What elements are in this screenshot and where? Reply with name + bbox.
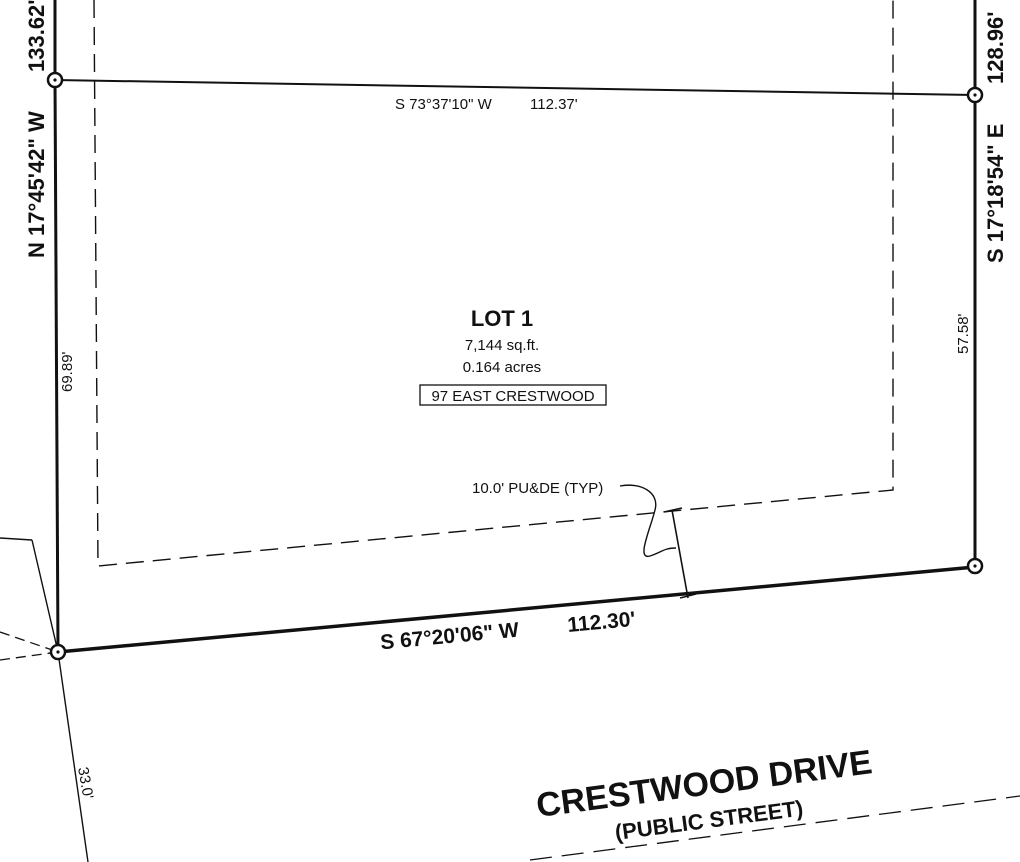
south-line-distance: 112.30' [567, 608, 637, 637]
lot-title: LOT 1 [471, 306, 533, 331]
corner-monument-sw-dot [56, 650, 60, 654]
corner-monument-nw-dot [53, 78, 57, 82]
row-line [57, 651, 89, 862]
east-line-distance-above: 128.96' [983, 11, 1008, 84]
lot-area-acres: 0.164 acres [463, 359, 541, 376]
easement-dimension-line [671, 509, 689, 599]
adjacent-dashed-line-1 [0, 631, 59, 653]
west-line-segment: 69.89' [59, 351, 76, 392]
row-dimension: 33.0' [74, 766, 96, 801]
easement-leader [619, 484, 677, 557]
address-box [419, 384, 607, 406]
easement-tick-bottom [679, 593, 697, 599]
street-centerline [529, 795, 1020, 861]
corner-monument-se-dot [973, 564, 977, 568]
east-line-segment: 57.58' [955, 313, 972, 354]
north-line-bearing: S 73°37'10" W [395, 96, 493, 113]
south-line-bearing: S 67°20'06" W [379, 619, 520, 655]
adjacent-line-diagonal [31, 539, 59, 653]
south-lot-line [57, 565, 976, 654]
east-line-bearing: S 17°18'54" E [983, 124, 1008, 263]
west-line-distance-above: 133.62' [24, 0, 49, 72]
west-line-bearing: N 17°45'42" W [24, 111, 49, 258]
lot-area-sqft: 7,144 sq.ft. [465, 337, 539, 354]
adjacent-dashed-line-2 [0, 651, 59, 661]
lot-address: 97 EAST CRESTWOOD [431, 388, 594, 405]
easement-line [93, 0, 894, 567]
north-lot-line [54, 79, 976, 96]
easement-label: 10.0' PU&DE (TYP) [472, 480, 603, 497]
corner-monument-ne-dot [973, 93, 977, 97]
west-lot-line [53, 79, 60, 653]
north-line-distance: 112.37' [530, 96, 578, 113]
easement-tick-top [663, 507, 683, 513]
adjacent-line-west [0, 537, 33, 541]
